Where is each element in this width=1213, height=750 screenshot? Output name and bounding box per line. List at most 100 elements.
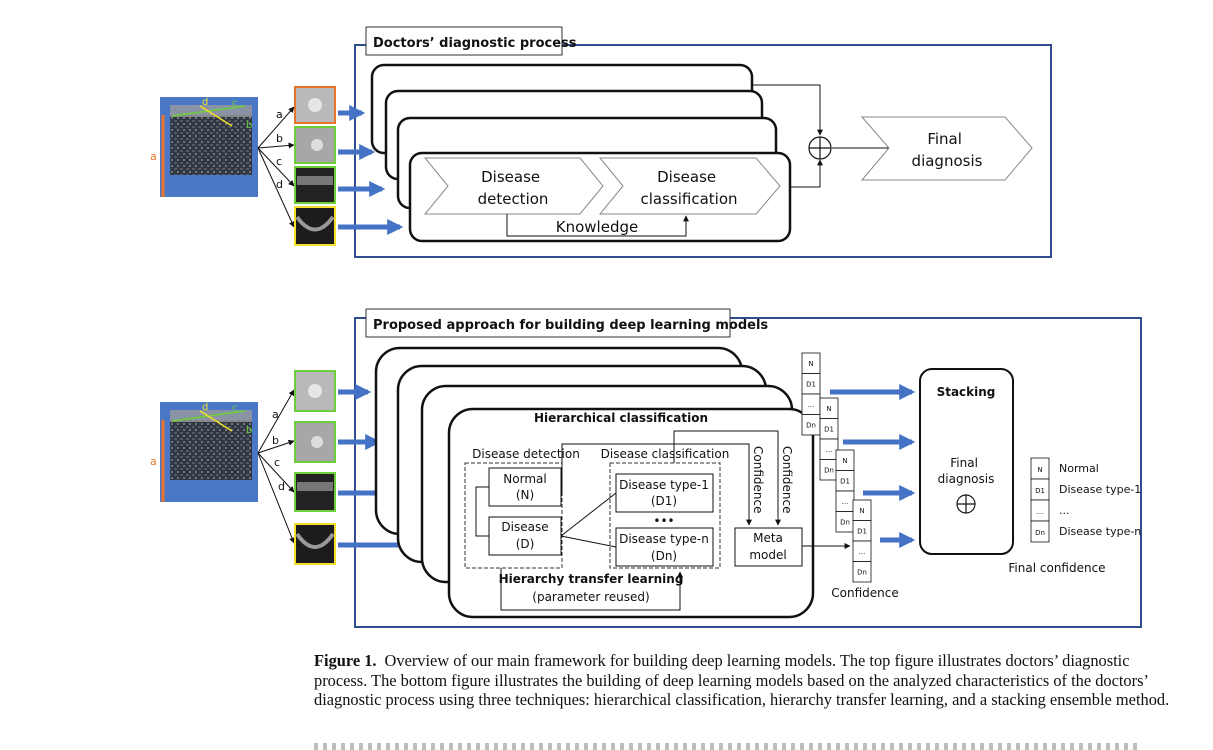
disease-type-n-box: Disease type-n (Dn) (615, 527, 714, 567)
confidence-cell-label: N (842, 457, 847, 465)
oct-dim-label-b: b (246, 120, 252, 131)
stacking-box: Stacking Final diagnosis (919, 368, 1014, 555)
input-label-c-bottom: c (274, 456, 280, 469)
disease-to-types-lines (560, 492, 617, 548)
confidence-connectors (561, 430, 781, 526)
confidence-stack-3: N D1... Dn (835, 449, 855, 533)
final-confidence-label: Final confidence (1008, 561, 1105, 575)
top-panel-title: Doctors’ diagnostic process (373, 36, 577, 51)
meta-model-box: Meta model (734, 527, 803, 567)
input-label-c: c (276, 155, 282, 168)
confidence-cell-label: N (808, 360, 813, 368)
knowledge-connector (506, 214, 689, 237)
confidence-label: Confidence (831, 586, 898, 600)
oct-volume-image-top: a b c d (150, 97, 258, 197)
input-label-a-bottom: a (272, 408, 279, 421)
detection-bracket (475, 486, 489, 537)
meta-model-line2: model (749, 548, 786, 562)
input-label-d-bottom: d (278, 480, 285, 493)
confidence-cell-label: ... (842, 498, 849, 506)
final-confidence-cell (1030, 520, 1050, 543)
oct-slice-image-d-bottom (294, 523, 336, 565)
oct-dim-label-a-bottom: a (150, 455, 157, 468)
caption-label: Figure 1. (314, 651, 377, 670)
confidence-cell-label: ... (808, 401, 815, 409)
confidence-cell-label: N (859, 507, 864, 515)
oct-dim-label-d: d (202, 97, 208, 108)
detection-dashed-box (464, 462, 563, 569)
confidence-cell-label: N (826, 405, 831, 413)
confidence-cell-label: D1 (857, 528, 867, 536)
normal-box: Normal (N) (488, 467, 562, 507)
fundus-image-b-bottom (294, 421, 336, 463)
legend-label: Disease type-n (1059, 525, 1141, 538)
input-label-b-bottom: b (272, 434, 279, 447)
oct-slice-image-d (294, 206, 336, 246)
confidence-stack-1: ND1...Dn (801, 352, 821, 436)
top-panel: Doctors’ diagnostic process a b c d a b … (150, 26, 1052, 258)
top-final-diagnosis-label: Final diagnosis (912, 130, 983, 170)
legend-label: Disease type-1 (1059, 483, 1141, 496)
legend-label: Normal (1059, 462, 1099, 475)
hierarchy-transfer-connector (500, 568, 683, 611)
combine-connectors-top (752, 84, 894, 188)
bottom-panel-title-box (365, 308, 731, 338)
top-disease-detection-line1: Disease (481, 168, 540, 186)
disease-classification-chevron: Disease classification (598, 157, 781, 215)
disease-type-n-label: Disease type-n (619, 532, 709, 546)
confidence-cell-label: Dn (857, 569, 867, 577)
bottom-panel-title: Proposed approach for building deep lear… (373, 318, 768, 333)
disease-box: Disease (D) (488, 516, 562, 556)
bottom-panel: Proposed approach for building deep lear… (150, 308, 1142, 628)
bottom-disease-detection-label: Disease detection (472, 447, 580, 461)
final-diagnosis-chevron-top (860, 116, 1033, 181)
input-thumbnails-bottom (294, 370, 336, 565)
fundus-image-a (294, 86, 336, 124)
confidence-cell-label: D1 (840, 478, 850, 486)
bottom-disease-classification-label: Disease classification (601, 447, 730, 461)
figure-caption: Figure 1.Overview of our main framework … (314, 651, 1174, 710)
hierarchy-transfer-label: Hierarchy transfer learning (499, 572, 684, 586)
blue-arrows-to-stacking (830, 383, 916, 549)
top-panel-title-box (365, 26, 563, 56)
top-disease-detection-line2: detection (478, 190, 549, 208)
oct-volume-image-bottom: a b c d (150, 402, 258, 502)
oct-dim-label-a: a (150, 150, 157, 163)
disease-label: Disease (501, 520, 548, 534)
input-branch-lines-top (257, 106, 295, 228)
disease-detection-chevron: Disease detection (423, 157, 604, 215)
knowledge-label: Knowledge (556, 218, 638, 236)
oct-slice-image-c (294, 166, 336, 204)
process-cards-top (370, 63, 792, 243)
hierarchical-classification-label: Hierarchical classification (534, 411, 708, 425)
legend-label: ... (1059, 504, 1070, 517)
stacking-final-diagnosis-label: Final diagnosis (938, 456, 995, 486)
parameter-reused-label: (parameter reused) (532, 590, 649, 604)
final-confidence-cell-code: ... (1037, 508, 1044, 516)
confidence-cell-label: D1 (824, 426, 834, 434)
input-label-a: a (276, 108, 283, 121)
oct-dim-label-b-bottom: b (246, 425, 252, 436)
confidence-vertical-label-1: Confidence (751, 446, 765, 513)
confidence-stack-4: ND1...Dn (852, 499, 872, 583)
top-disease-detection-label: Disease detection (478, 168, 549, 208)
confidence-cell-label: ... (826, 446, 833, 454)
normal-label: Normal (503, 472, 546, 486)
combine-symbol-bottom (956, 494, 976, 514)
input-label-b: b (276, 132, 283, 145)
confidence-cell-label: Dn (806, 422, 816, 430)
stacking-label: Stacking (937, 385, 996, 399)
fundus-image-b (294, 126, 336, 164)
confidence-vertical-label-2: Confidence (780, 446, 794, 513)
confidence-cell-label: Dn (840, 519, 850, 527)
disease-type-1-box: Disease type-1 (D1) (615, 473, 714, 513)
confidence-cell-label: Dn (824, 467, 834, 475)
caption-text: Overview of our main framework for build… (314, 651, 1170, 709)
fundus-image-a-bottom (294, 370, 336, 412)
input-branch-lines-bottom (257, 389, 295, 544)
oct-slice-image-c-bottom (294, 472, 336, 512)
blue-input-arrows-top (338, 104, 404, 236)
disease-type-1-label: Disease type-1 (619, 478, 709, 492)
